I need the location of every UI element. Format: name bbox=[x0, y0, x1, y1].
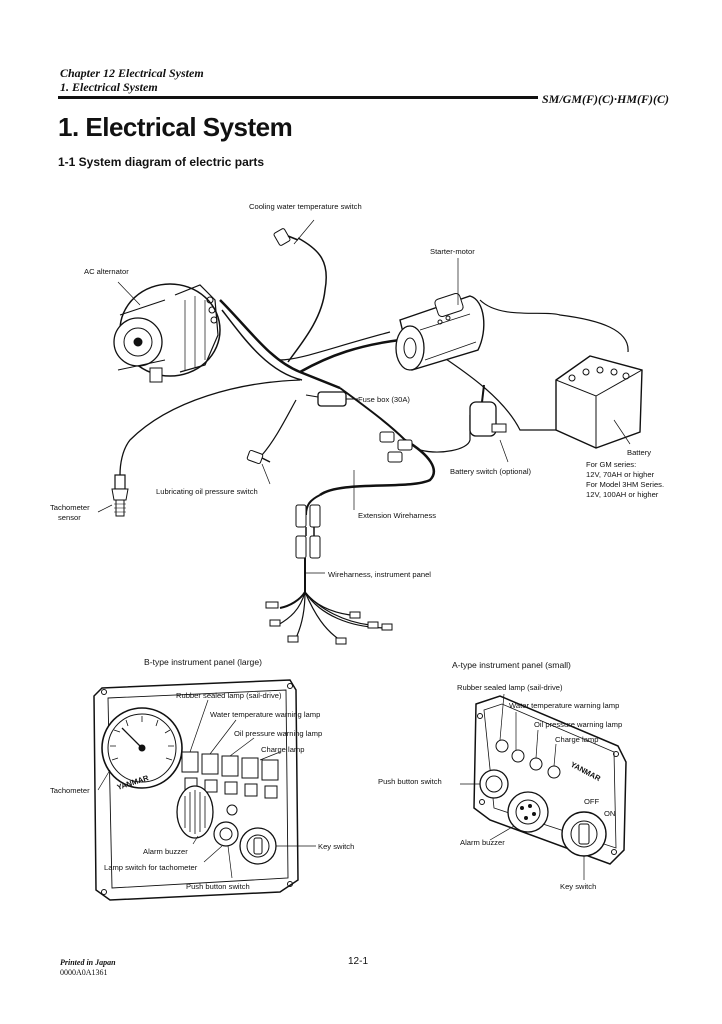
a-key-switch bbox=[561, 811, 607, 857]
b-tachometer bbox=[101, 707, 183, 789]
a-alarm-buzzer bbox=[507, 791, 549, 833]
b-label-lamp-switch: Lamp switch for tachometer bbox=[104, 863, 198, 872]
starter-motor bbox=[395, 258, 485, 371]
footer-code: 0000A0A1361 bbox=[60, 968, 108, 977]
b-key-switch bbox=[239, 827, 277, 865]
label-starter-motor: Starter-motor bbox=[430, 247, 475, 256]
a-label-charge-lamp: Charge lamp bbox=[555, 735, 598, 744]
a-key-off-label: OFF bbox=[584, 797, 600, 806]
label-battery-spec-3: For Model 3HM Series. bbox=[586, 480, 664, 489]
b-alarm-buzzer bbox=[176, 785, 214, 839]
b-panel-title: B-type instrument panel (large) bbox=[144, 657, 262, 667]
a-push-button bbox=[479, 769, 509, 799]
b-type-instrument-panel bbox=[93, 679, 316, 901]
b-label-charge-lamp: Charge lamp bbox=[261, 745, 304, 754]
a-label-alarm-buzzer: Alarm buzzer bbox=[460, 838, 505, 847]
footer-printed: Printed in Japan bbox=[60, 958, 116, 967]
ac-alternator bbox=[113, 281, 221, 383]
label-battery: Battery bbox=[627, 448, 651, 457]
extension-wireharness bbox=[295, 494, 321, 559]
lub-oil-pressure-switch bbox=[246, 449, 271, 485]
a-type-instrument-panel bbox=[460, 693, 627, 880]
label-tach-sensor-1: Tachometer bbox=[50, 503, 90, 512]
b-label-oil-lamp: Oil pressure warning lamp bbox=[234, 729, 322, 738]
label-battery-spec-1: For GM series: bbox=[586, 460, 636, 469]
section-header: 1. Electrical System bbox=[60, 80, 158, 94]
harness-connector bbox=[379, 431, 413, 463]
battery-switch bbox=[469, 384, 509, 463]
label-battery-spec-4: 12V, 100AH or higher bbox=[586, 490, 659, 499]
model-header: SM/GM(F)(C)·HM(F)(C) bbox=[542, 92, 670, 106]
label-panel-harness: Wireharness, instrument panel bbox=[328, 570, 431, 579]
a-label-water-lamp: Water temperature warning lamp bbox=[509, 701, 619, 710]
label-lub-oil-switch: Lubricating oil pressure switch bbox=[156, 487, 258, 496]
chapter-header: Chapter 12 Electrical System bbox=[60, 66, 204, 80]
b-label-key-switch: Key switch bbox=[318, 842, 354, 851]
panel-wireharness bbox=[265, 558, 393, 645]
label-extension-harness: Extension Wireharness bbox=[358, 511, 436, 520]
b-label-tachometer: Tachometer bbox=[50, 786, 90, 795]
label-battery-switch: Battery switch (optional) bbox=[450, 467, 532, 476]
a-label-oil-lamp: Oil pressure warning lamp bbox=[534, 720, 622, 729]
b-label-push-button: Push button switch bbox=[186, 882, 250, 891]
label-fuse-box: Fuse box (30A) bbox=[358, 395, 410, 404]
battery bbox=[555, 355, 643, 449]
a-label-key-switch: Key switch bbox=[560, 882, 596, 891]
label-ac-alternator: AC alternator bbox=[84, 267, 129, 276]
b-push-button bbox=[213, 804, 239, 847]
tachometer-sensor bbox=[97, 474, 129, 517]
page-title: 1. Electrical System bbox=[58, 112, 293, 142]
a-label-push-button: Push button switch bbox=[378, 777, 442, 786]
header-rule bbox=[58, 96, 538, 99]
a-label-rubber-lamp: Rubber sealed lamp (sail-drive) bbox=[457, 683, 563, 692]
b-label-rubber-lamp: Rubber sealed lamp (sail-drive) bbox=[176, 691, 282, 700]
label-tach-sensor-2: sensor bbox=[58, 513, 81, 522]
label-cooling-switch: Cooling water temperature switch bbox=[249, 202, 362, 211]
cooling-water-temp-switch bbox=[273, 219, 315, 246]
page-number: 12-1 bbox=[348, 956, 369, 967]
a-panel-title: A-type instrument panel (small) bbox=[452, 660, 571, 670]
b-label-water-lamp: Water temperature warning lamp bbox=[210, 710, 320, 719]
section-subtitle: 1-1 System diagram of electric parts bbox=[58, 155, 265, 169]
label-battery-spec-2: 12V, 70AH or higher bbox=[586, 470, 655, 479]
a-key-on-label: ON bbox=[604, 809, 615, 818]
main-wireharness bbox=[119, 237, 629, 497]
b-label-alarm-buzzer: Alarm buzzer bbox=[143, 847, 188, 856]
